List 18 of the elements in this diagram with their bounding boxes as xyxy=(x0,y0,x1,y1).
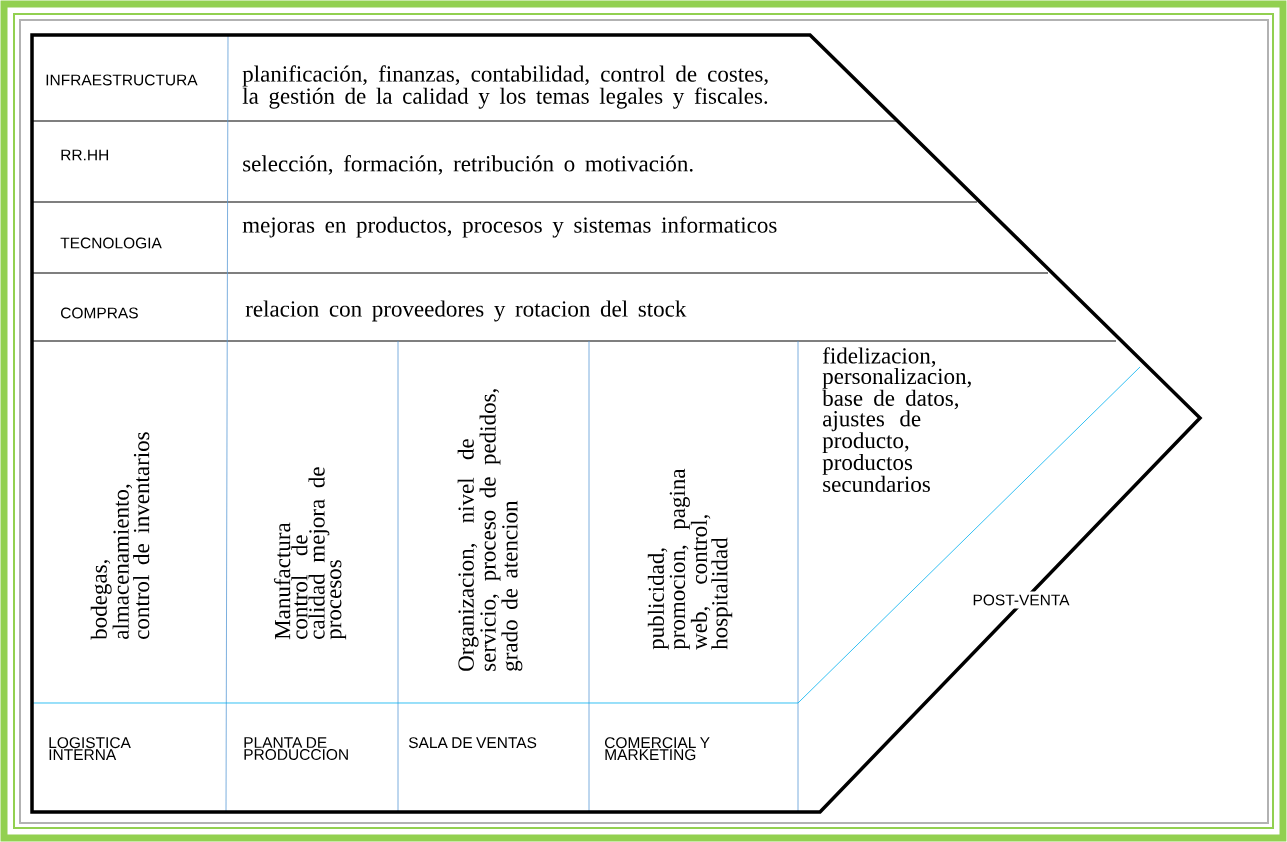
activity-label: TECNOLOGIA xyxy=(60,237,162,249)
activity-label: COMERCIAL Y MARKETING xyxy=(605,737,710,761)
activity-description: mejoras en productos, procesos y sistemas informaticos xyxy=(242,216,777,238)
activity-label: LOGISTICA INTERNA xyxy=(49,737,131,760)
activity-description: publicidad, promocion, pagina web, control, hospitalidad xyxy=(647,468,733,650)
activity-label: COMPRAS xyxy=(61,307,138,319)
activity-label: RR.HH xyxy=(61,149,108,161)
activity-description: relacion con proveedores y rotacion del stock xyxy=(245,300,687,322)
activity-description: selección, formación, retribución o motivación. xyxy=(243,155,693,175)
activity-label: SALA DE VENTAS xyxy=(408,737,537,749)
activity-description: bodegas, almacenamiento, control de inventarios xyxy=(90,432,150,640)
activity-description: fidelizacion, personalizacion, base de datos, ajustes de producto, productos secundarios xyxy=(822,347,971,492)
activity-label: PLANTA DE PRODUCCION xyxy=(244,737,348,760)
activity-description: Organizacion, nivel de servicio, proceso de pedidos, grado de atencion xyxy=(457,389,523,671)
activity-label: POST-VENTA xyxy=(969,591,1073,609)
activity-description: Manufactura control de calidad mejora de procesos xyxy=(273,467,347,640)
activity-description: planificación, finanzas, contabilidad, control de costes, la gestión de la calidad y los temas legales y fiscales. xyxy=(242,65,768,109)
activity-label: INFRAESTRUCTURA xyxy=(46,74,198,86)
